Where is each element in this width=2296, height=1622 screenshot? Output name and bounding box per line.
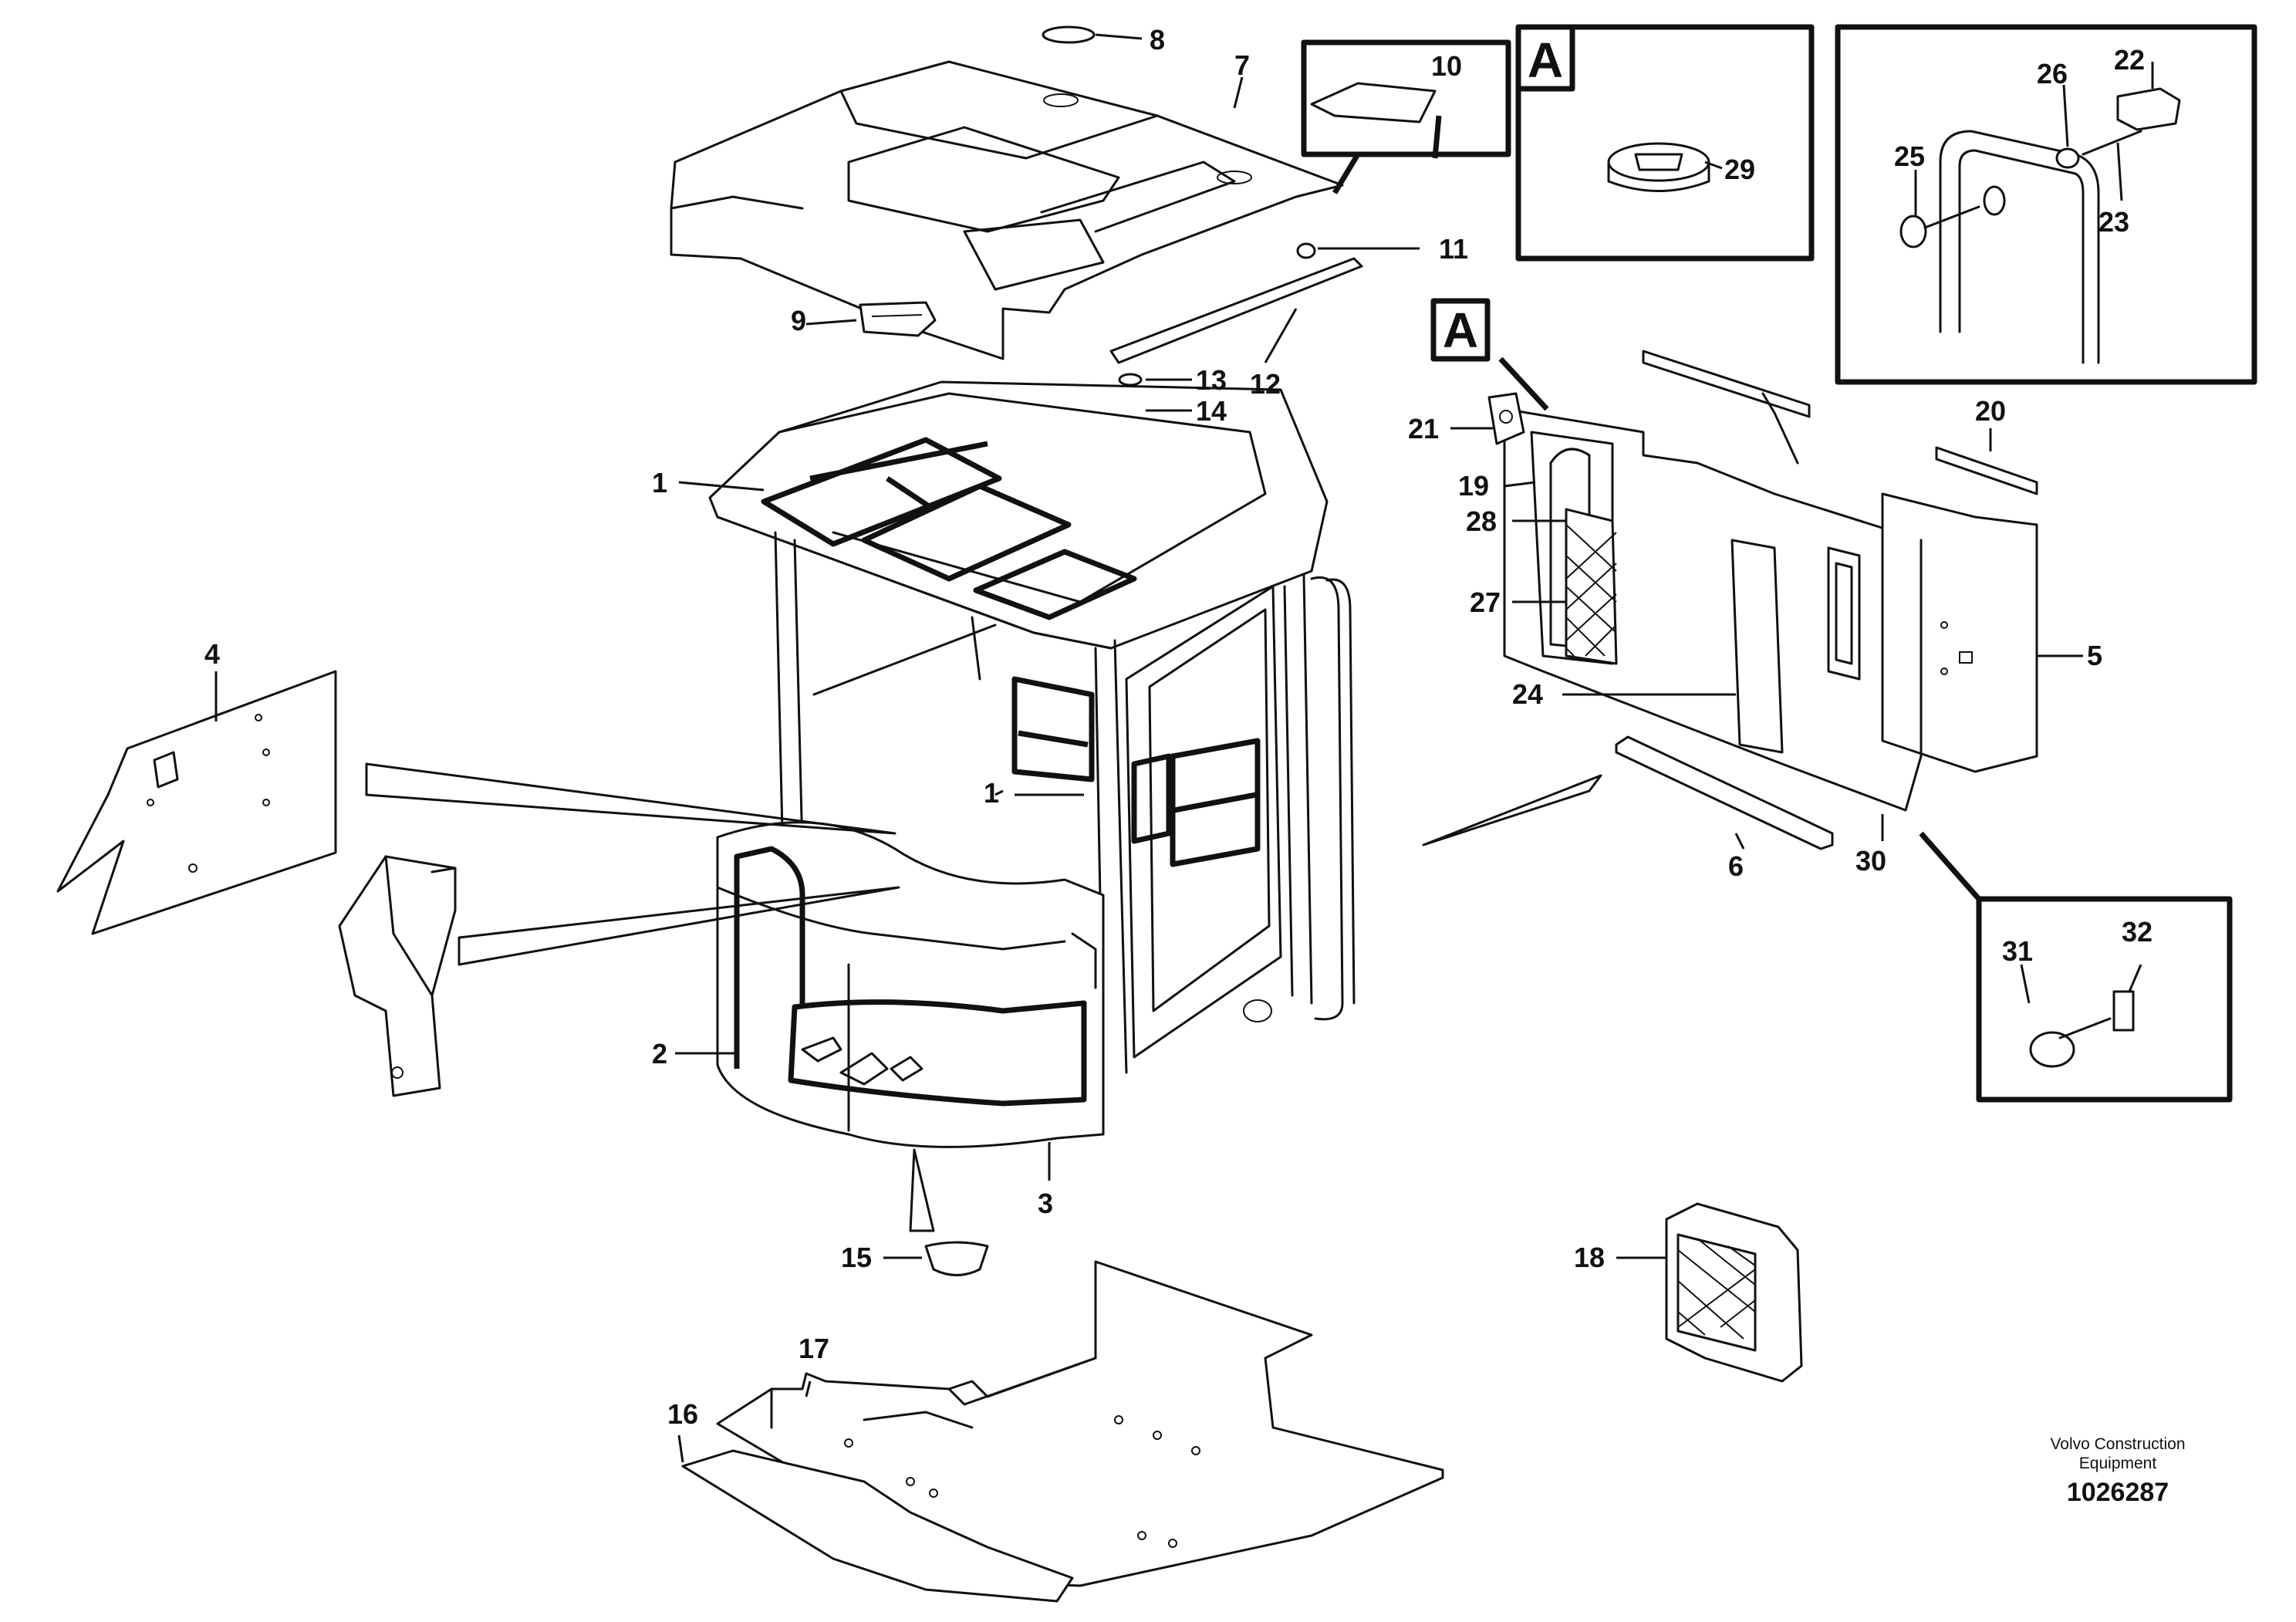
part-label-18: 18 [1574, 1242, 1605, 1273]
cab-body [708, 380, 1356, 1148]
part-label-16: 16 [667, 1398, 698, 1430]
detail-a-inset: A [1515, 24, 1815, 262]
part-label-17: 17 [799, 1333, 829, 1364]
detail-inset-10 [1301, 39, 1511, 194]
detail-handle-inset [1835, 24, 2257, 385]
seal-strip [1109, 257, 1363, 364]
part-label-6: 6 [1728, 850, 1744, 882]
part-label-28: 28 [1466, 505, 1497, 537]
detail-a-callout: A [1430, 298, 1491, 362]
part-label-15: 15 [841, 1242, 872, 1273]
part-label-30: 30 [1855, 845, 1886, 877]
floor-mat [681, 1260, 1444, 1603]
part-label-1b: 1 [984, 777, 999, 809]
part-label-22: 22 [2114, 44, 2145, 76]
pointer-triangle [1422, 774, 1602, 846]
brand-line-2: Equipment [2079, 1455, 2157, 1472]
part-label-2: 2 [652, 1038, 667, 1070]
roof-panel [670, 60, 1344, 360]
part-label-27: 27 [1470, 586, 1501, 618]
detail-letter-a-callout: A [1443, 302, 1478, 358]
part-label-11: 11 [1439, 233, 1468, 265]
side-wall-panel [1487, 350, 2038, 812]
washer-13 [1118, 373, 1143, 387]
part-label-12: 12 [1250, 368, 1281, 400]
filter-18 [1665, 1202, 1803, 1383]
side-panel-4 [56, 670, 896, 935]
brand-line-1: Volvo Construction [2050, 1435, 2185, 1453]
lower-strip [1615, 735, 1834, 850]
clip-bracket [859, 301, 937, 337]
mounting-bracket [338, 855, 900, 1097]
fastener-11 [1296, 242, 1316, 259]
part-label-13: 13 [1196, 364, 1227, 396]
part-label-10: 10 [1431, 50, 1462, 82]
footer: Volvo Construction Equipment 1026287 [2050, 1435, 2185, 1507]
small-cap-15 [909, 1148, 989, 1276]
part-label-1a: 1 [652, 467, 667, 498]
part-label-7: 7 [1234, 49, 1250, 81]
document-number: 1026287 [2067, 1478, 2169, 1507]
part-label-3: 3 [1038, 1188, 1053, 1219]
part-label-20: 20 [1975, 395, 2006, 427]
detail-screw-inset [1919, 831, 2233, 1103]
part-label-26: 26 [2037, 58, 2068, 90]
part-label-9: 9 [791, 305, 806, 336]
part-label-5: 5 [2087, 640, 2102, 671]
part-label-19: 19 [1458, 470, 1489, 502]
part-label-4: 4 [204, 638, 220, 670]
roof-cap [1042, 25, 1096, 44]
part-label-14: 14 [1196, 395, 1227, 427]
part-label-24: 24 [1512, 678, 1543, 710]
part-label-31: 31 [2002, 935, 2033, 967]
detail-letter-a: A [1528, 32, 1563, 88]
part-label-8: 8 [1150, 24, 1165, 56]
part-label-29: 29 [1724, 154, 1755, 185]
part-label-32: 32 [2122, 916, 2152, 948]
leader-lines [214, 33, 2154, 1463]
part-label-21: 21 [1408, 413, 1439, 444]
part-label-25: 25 [1894, 140, 1925, 172]
part-labels: 8 7 10 11 9 12 13 14 1 1 4 2 3 15 17 16 … [204, 24, 2152, 1430]
part-label-23: 23 [2098, 206, 2129, 238]
